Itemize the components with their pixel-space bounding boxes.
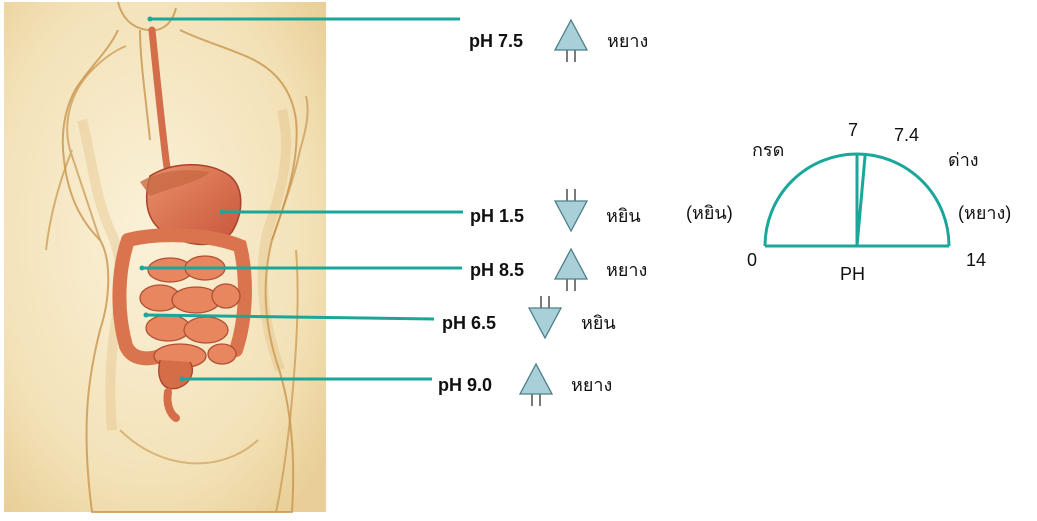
acid-yin-label: (หยิน)	[686, 203, 733, 223]
leader-line-large-intestine-dot	[180, 377, 185, 382]
polarity-label-stomach: หยิน	[606, 206, 641, 226]
triangle-shape	[555, 20, 587, 50]
gauge-neutral-label: 7	[848, 120, 858, 140]
ph-value-large-intestine: pH 9.0	[438, 375, 492, 395]
ph-gauge: 7 7.4 กรด ด่าง (หยิน) (หยาง) 0 14 PH	[686, 120, 1011, 284]
acid-label: กรด	[752, 140, 784, 160]
ph-value-duodenum: pH 8.5	[470, 260, 524, 280]
ph-value-mouth: pH 7.5	[469, 31, 523, 51]
leader-line-stomach-dot	[220, 210, 225, 215]
arrow-down-icon	[529, 296, 561, 338]
marker-small-intestine: pH 6.5 หยิน	[442, 296, 616, 338]
marker-large-intestine: pH 9.0 หยาง	[438, 364, 612, 406]
polarity-label-mouth: หยาง	[607, 31, 648, 51]
arrow-down-icon	[555, 189, 587, 231]
leader-line-duodenum-dot	[140, 266, 145, 271]
leader-line-mouth-dot	[148, 17, 153, 22]
gauge-axis-label: PH	[840, 264, 865, 284]
triangle-shape	[555, 201, 587, 231]
gauge-max-label: 14	[966, 250, 986, 270]
ph-value-stomach: pH 1.5	[470, 206, 524, 226]
arrow-up-icon	[555, 249, 587, 291]
polarity-label-small-intestine: หยิน	[581, 313, 616, 333]
polarity-label-large-intestine: หยาง	[571, 375, 612, 395]
arrow-up-icon	[555, 20, 587, 62]
ph-value-small-intestine: pH 6.5	[442, 313, 496, 333]
marker-mouth: pH 7.5 หยาง	[469, 20, 648, 62]
marker-duodenum: pH 8.5 หยาง	[470, 249, 647, 291]
marker-stomach: pH 1.5 หยิน	[470, 189, 641, 231]
base-label: ด่าง	[948, 150, 979, 170]
arrow-up-icon	[520, 364, 552, 406]
ph-markers: pH 7.5 หยาง pH 1.5 หยิน pH 8.5 หยาง pH 6…	[438, 20, 648, 406]
leader-line-small-intestine-dot	[144, 313, 149, 318]
triangle-shape	[520, 364, 552, 394]
base-yang-label: (หยาง)	[958, 203, 1011, 223]
gauge-pointer-label: 7.4	[894, 125, 919, 145]
triangle-shape	[555, 249, 587, 279]
triangle-shape	[529, 308, 561, 338]
body-illustration	[4, 2, 326, 512]
polarity-label-duodenum: หยาง	[606, 260, 647, 280]
gauge-min-label: 0	[747, 250, 757, 270]
